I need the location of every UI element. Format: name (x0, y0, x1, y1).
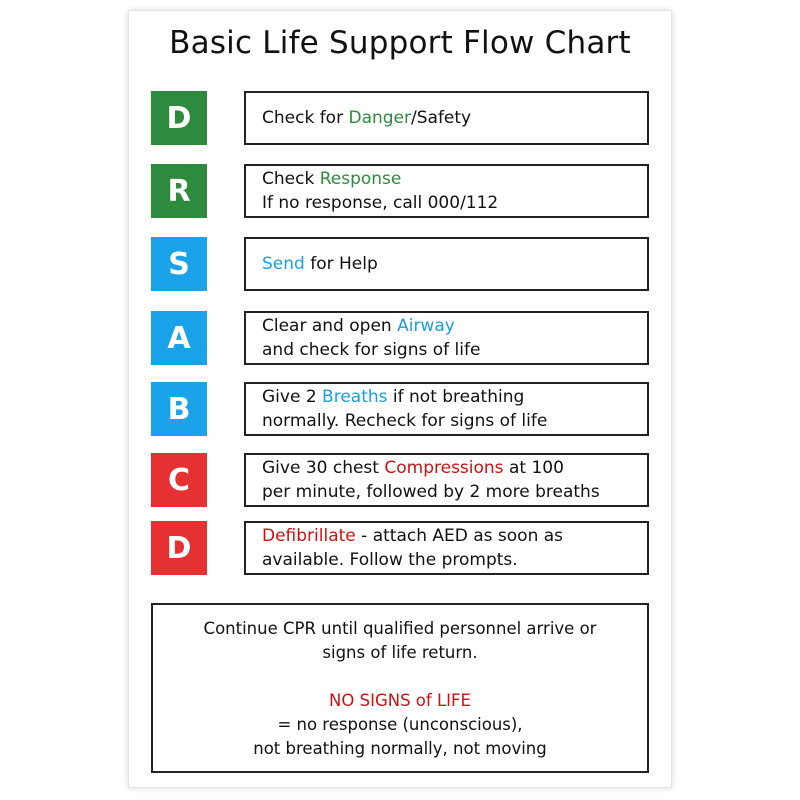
flow-chart-poster: Basic Life Support Flow Chart D Check fo… (128, 10, 672, 788)
step-keyword: Send (262, 254, 305, 274)
letter-badge: D (151, 91, 207, 145)
chart-title: Basic Life Support Flow Chart (169, 25, 631, 61)
note-line-2: signs of life return. (322, 643, 478, 662)
note-line-1: Continue CPR until qualified personnel a… (203, 619, 597, 638)
step-keyword: Breaths (322, 387, 388, 407)
step-keyword: Compressions (384, 458, 504, 478)
letter-badge: C (151, 453, 207, 507)
letter-badge: R (151, 164, 207, 218)
step-line-2: normally. Recheck for signs of life (262, 411, 548, 431)
letter-badge: A (151, 311, 207, 365)
letter-badge: D (151, 521, 207, 575)
step-line-2: per minute, followed by 2 more breaths (262, 482, 600, 502)
step-line-1: Defibrillate - attach AED as soon as (262, 526, 564, 546)
letter-badge: B (151, 382, 207, 436)
step-line-1: Send for Help (262, 254, 378, 274)
step-keyword: Danger (348, 108, 412, 128)
step-line-2: available. Follow the prompts. (262, 550, 518, 570)
continue-cpr-note: Continue CPR until qualified personnel a… (151, 603, 649, 773)
step-keyword: Airway (397, 316, 455, 336)
step-line-1: Give 2 Breaths if not breathing (262, 387, 525, 407)
note-line-4: not breathing normally, not moving (253, 739, 547, 758)
step-box: Defibrillate - attach AED as soon as ava… (244, 521, 649, 575)
step-line-1: Check for Danger/Safety (262, 108, 472, 128)
note-spacer (153, 665, 647, 689)
step-keyword: Response (319, 169, 402, 189)
step-line-1: Give 30 chest Compressions at 100 (262, 458, 564, 478)
step-keyword: Defibrillate (262, 526, 356, 546)
step-box: Clear and open Airway and check for sign… (244, 311, 649, 365)
step-line-2: and check for signs of life (262, 340, 481, 360)
step-box: Send for Help (244, 237, 649, 291)
letter-badge: S (151, 237, 207, 291)
step-box: Check for Danger/Safety (244, 91, 649, 145)
step-line-1: Check Response (262, 169, 402, 189)
step-box: Give 2 Breaths if not breathing normally… (244, 382, 649, 436)
no-signs-of-life-heading: NO SIGNS of LIFE (329, 691, 471, 710)
step-box: Check Response If no response, call 000/… (244, 164, 649, 218)
note-line-3: = no response (unconscious), (277, 715, 523, 734)
step-box: Give 30 chest Compressions at 100 per mi… (244, 453, 649, 507)
step-line-1: Clear and open Airway (262, 316, 455, 336)
step-line-2: If no response, call 000/112 (262, 193, 499, 213)
